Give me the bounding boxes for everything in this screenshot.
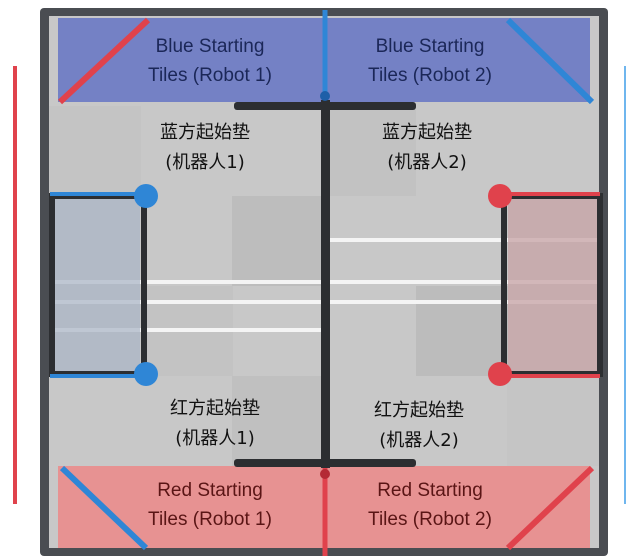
blue-zone-robot-1-label: Blue Starting Tiles (Robot 1) [148,36,272,86]
left-goal-net [52,196,140,374]
floor-tile [232,196,324,286]
center-red-post [320,469,330,479]
red-zone-robot-2 [327,466,590,548]
right-goal-top-post [488,184,512,208]
right-goal-net [508,196,598,374]
white-line [324,238,599,242]
corner-blue-bottom-left [59,465,149,551]
right-goal-bottom-post [488,362,512,386]
floor-tile [507,376,599,466]
red-robot-2-cn-label: 红方起始垫 (机器人2) [374,400,464,451]
left-goal-top-post [134,184,158,208]
corner-red-top-left [57,17,151,105]
blue-zone-robot-2-label: Blue Starting Tiles (Robot 2) [368,36,492,86]
white-line [49,328,324,332]
center-blue-post [320,91,330,101]
floor-tile [232,376,324,466]
top-short-barrier [234,102,416,110]
blue-robot-2-cn-label: 蓝方起始垫 (机器人2) [382,122,472,173]
red-zone-robot-2-label: Red Starting Tiles (Robot 2) [368,480,492,530]
red-zone-robot-1-label: Red Starting Tiles (Robot 1) [148,480,272,530]
floor-tile [324,106,416,196]
red-side-indicator [13,66,17,504]
center-barrier [321,100,330,468]
red-robot-1-cn-label: 红方起始垫 (机器人1) [170,398,260,449]
corner-blue-top-right [505,17,595,105]
bottom-short-barrier [234,459,416,467]
left-goal-bottom-post [134,362,158,386]
corner-red-bottom-right [505,465,595,551]
blue-robot-1-cn-label: 蓝方起始垫 (机器人1) [160,122,250,173]
blue-side-indicator [624,66,626,504]
floor-tile [49,106,141,196]
